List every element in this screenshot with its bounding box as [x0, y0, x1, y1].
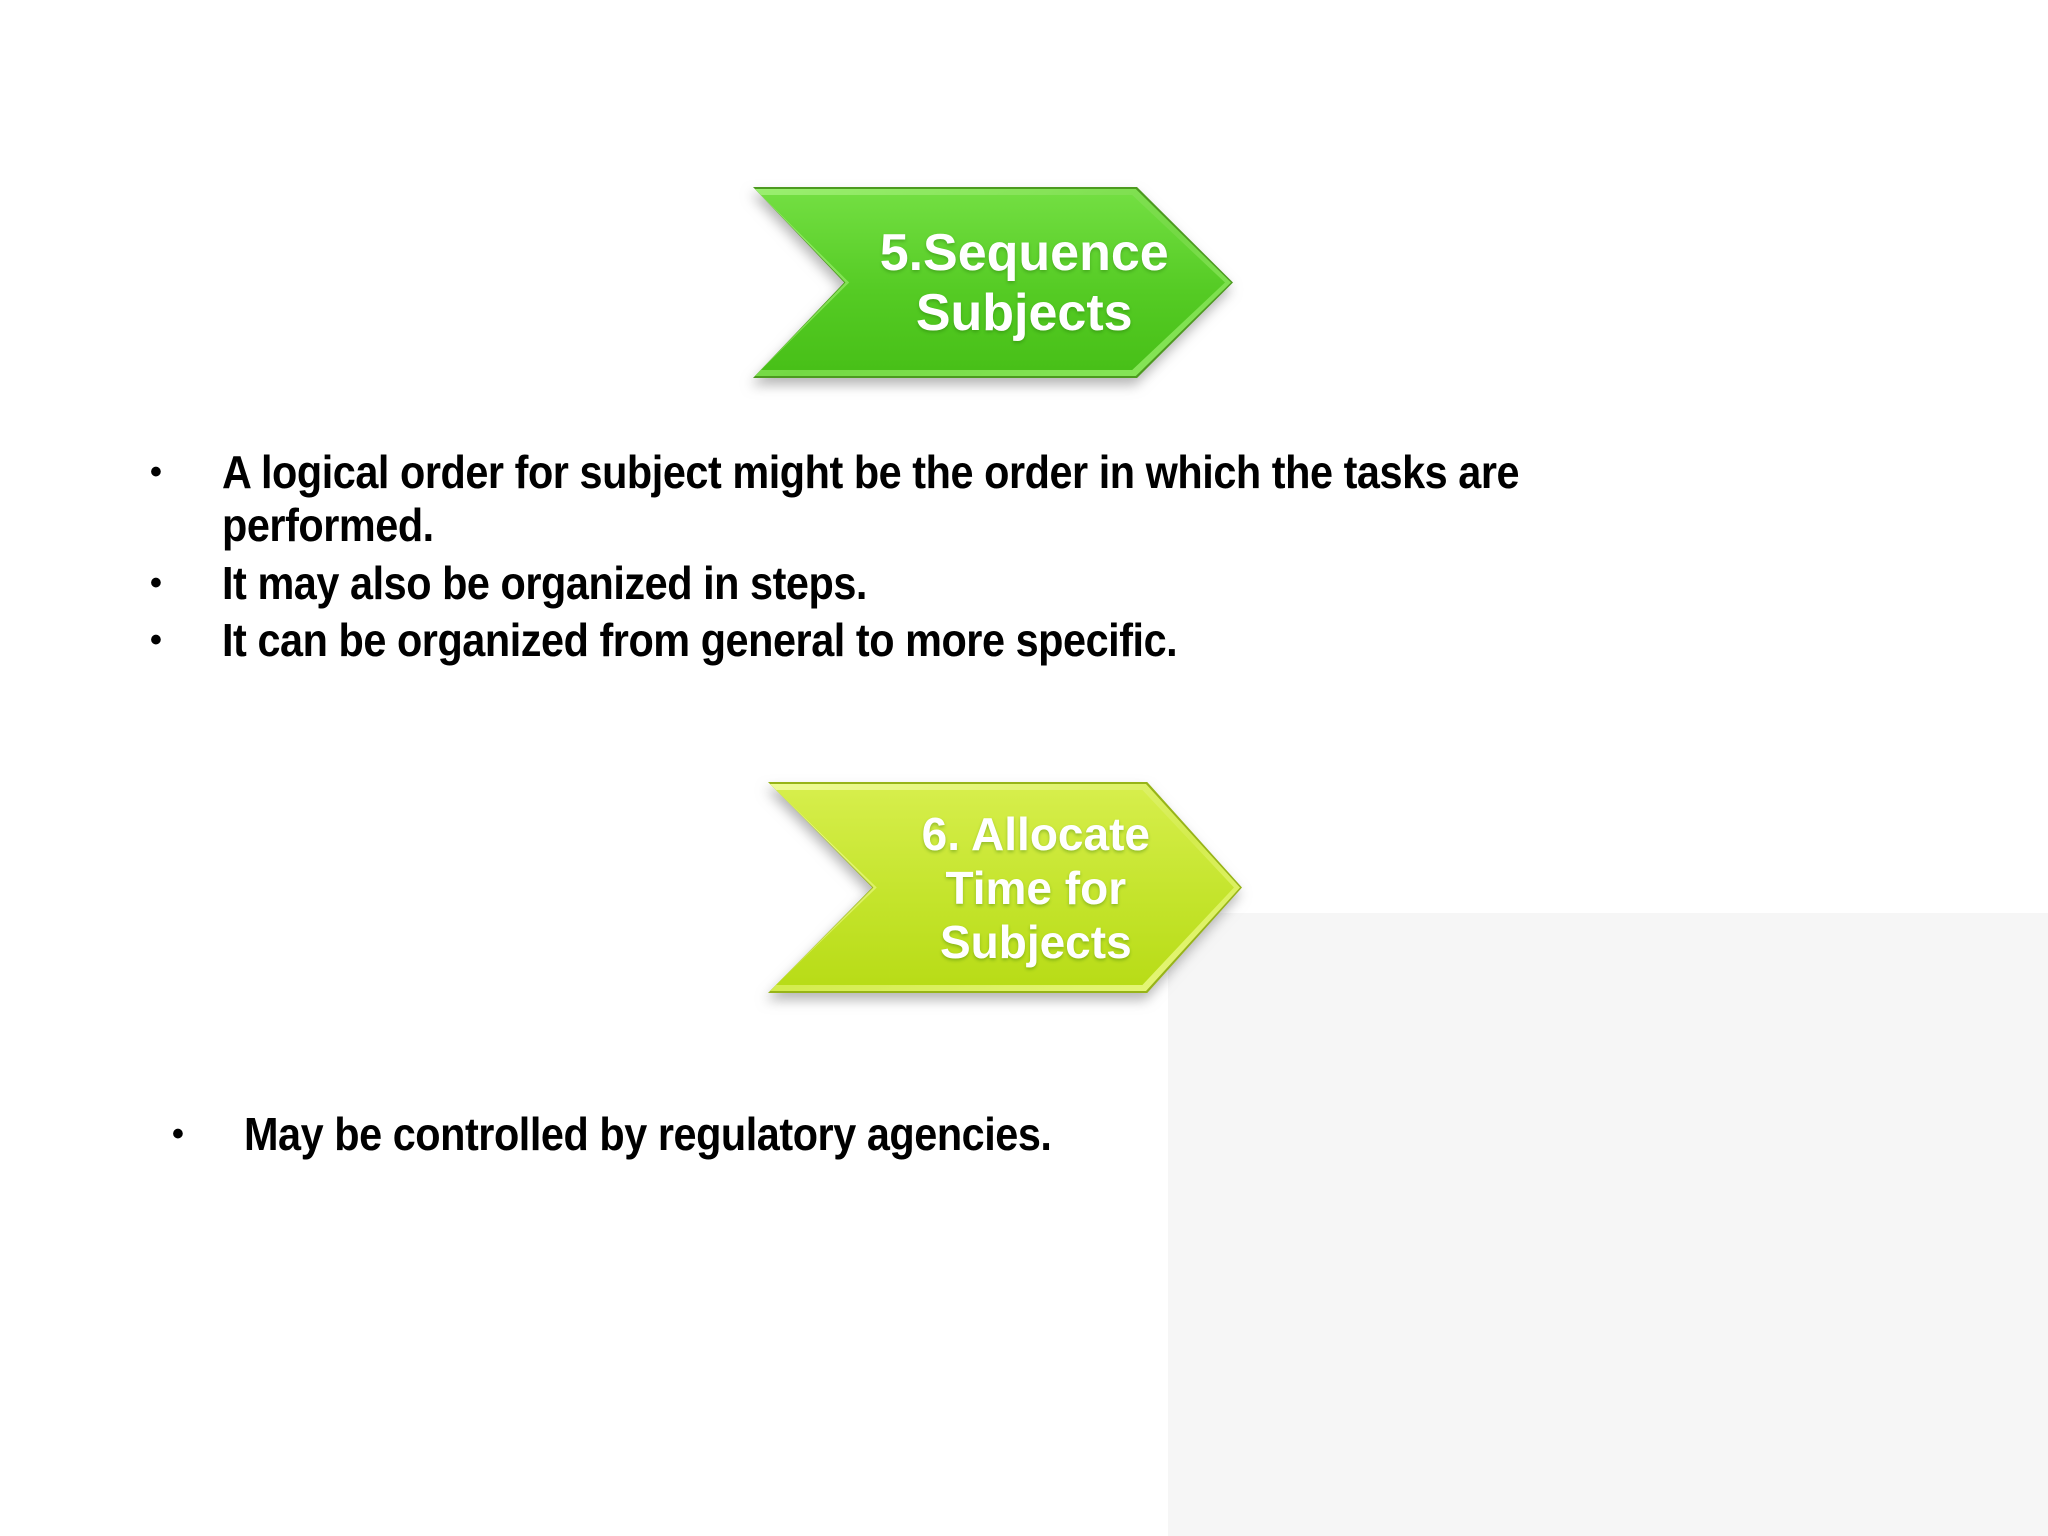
bullet-marker: • [150, 621, 162, 659]
bullet-text: May be controlled by regulatory agencies… [244, 1108, 1052, 1161]
background-accent-region [1168, 913, 2048, 1536]
bullet-text-line-1: A logical order for subject might be the… [222, 446, 1520, 498]
step-5-label: 5.Sequence Subjects [830, 187, 1219, 378]
bullet-item-regulatory-agencies: • May be controlled by regulatory agenci… [172, 1108, 1141, 1161]
bullet-marker: • [150, 453, 162, 491]
bullet-marker: • [172, 1115, 184, 1153]
bullet-text-line-1: May be controlled by regulatory agencies… [244, 1108, 1052, 1160]
step-6-label-line-1: 6. Allocate [921, 807, 1150, 860]
bullet-text-line-2: performed. [222, 499, 434, 551]
step-6-label: 6. Allocate Time for Subjects [844, 782, 1228, 993]
step-5-label-line-1: 5.Sequence [879, 223, 1169, 282]
bullet-marker: • [150, 564, 162, 602]
bullet-text-line-1: It may also be organized in steps. [222, 557, 867, 609]
step-5-label-line-2: Subjects [915, 283, 1133, 342]
bullet-item-logical-order: • A logical order for subject might be t… [150, 446, 1663, 552]
process-arrow-step-6: 6. Allocate Time for Subjects [768, 782, 1242, 993]
process-arrow-step-5: 5.Sequence Subjects [753, 187, 1233, 378]
bullet-text: A logical order for subject might be the… [222, 446, 1520, 552]
bullet-text: It can be organized from general to more… [222, 614, 1178, 667]
bullet-text-line-1: It can be organized from general to more… [222, 614, 1178, 666]
bullet-item-general-to-specific: • It can be organized from general to mo… [150, 614, 1283, 667]
step-6-label-line-2: Time for [945, 861, 1127, 914]
bullet-text: It may also be organized in steps. [222, 557, 867, 610]
step-6-label-line-3: Subjects [939, 915, 1132, 968]
bullet-item-organized-in-steps: • It may also be organized in steps. [150, 557, 939, 610]
